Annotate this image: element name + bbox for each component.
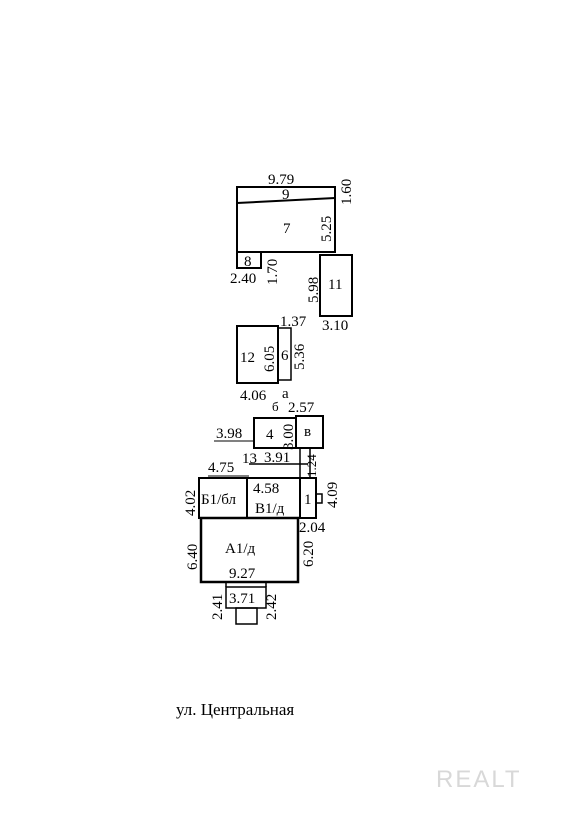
dim-391: 3.91 xyxy=(264,450,290,466)
room-label-a1d: А1/д xyxy=(225,541,256,557)
porch-step xyxy=(235,607,258,625)
dim-300: 3.00 xyxy=(281,424,297,450)
building-9-7 xyxy=(236,186,336,253)
room-label-6: 6 xyxy=(281,348,289,364)
room-label-12: 12 xyxy=(240,350,255,366)
room-1-step xyxy=(315,493,323,504)
dim-310: 3.10 xyxy=(322,318,348,334)
watermark-logo: REALT xyxy=(436,766,522,793)
room-label-4: 4 xyxy=(266,427,274,443)
dim-605: 6.05 xyxy=(262,346,278,372)
room-a1d xyxy=(199,516,300,584)
building-11 xyxy=(319,254,353,317)
dim-241: 2.41 xyxy=(210,594,226,620)
divider-9-7 xyxy=(236,197,336,204)
dim-240: 2.40 xyxy=(230,271,256,287)
room-label-v1d: В1/д xyxy=(255,501,285,517)
room-label-8: 8 xyxy=(244,254,252,270)
dim-640: 6.40 xyxy=(185,544,201,570)
dim-979: 9.79 xyxy=(268,172,294,188)
dim-458: 4.58 xyxy=(253,481,279,497)
room-label-1: 1 xyxy=(304,492,312,508)
dim-598: 5.98 xyxy=(306,277,322,303)
street-label: ул. Центральная xyxy=(176,700,295,719)
dim-137: 1.37 xyxy=(280,314,307,330)
room-8-box xyxy=(236,251,262,269)
dim-406: 4.06 xyxy=(240,388,267,404)
building-6 xyxy=(277,327,292,381)
dim-242: 2.42 xyxy=(264,594,280,620)
room-label-11: 11 xyxy=(328,277,342,293)
marker-b: б xyxy=(272,399,279,414)
dim-525: 5.25 xyxy=(319,216,335,242)
dim-124: 1.24 xyxy=(304,454,319,477)
dim-620: 6.20 xyxy=(301,541,317,567)
room-label-b1bl: Б1/бл xyxy=(201,492,237,508)
marker-a: а xyxy=(282,386,289,402)
room-label-9: 9 xyxy=(282,187,290,203)
dim-170: 1.70 xyxy=(265,259,281,285)
dim-402: 4.02 xyxy=(183,490,199,516)
dim-371: 3.71 xyxy=(229,591,255,607)
dim-160: 1.60 xyxy=(339,179,355,205)
dim-927: 9.27 xyxy=(229,566,256,582)
dim-204: 2.04 xyxy=(299,520,326,536)
room-label-7: 7 xyxy=(283,221,291,237)
room-label-13: 13 xyxy=(242,451,257,467)
room-label-v: в xyxy=(304,424,311,440)
dim-398: 3.98 xyxy=(216,426,242,442)
dim-257: 2.57 xyxy=(288,400,315,416)
dim-409: 4.09 xyxy=(325,482,341,508)
dim-475: 4.75 xyxy=(208,460,234,476)
dim-536: 5.36 xyxy=(292,343,308,370)
